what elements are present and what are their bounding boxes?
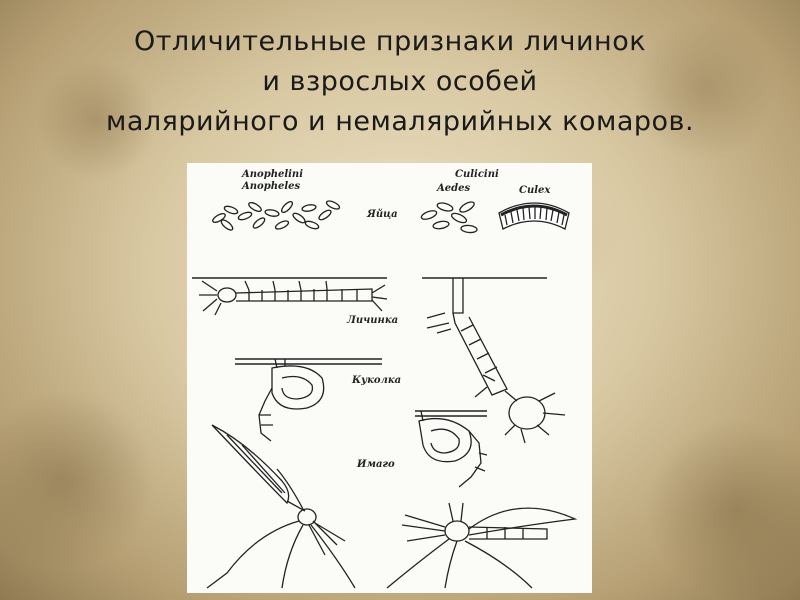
label-eggs: Яйца — [367, 209, 398, 220]
label-pupa: Куколка — [352, 375, 401, 386]
title-line-3: малярийного и немалярийных комаров. — [0, 102, 800, 142]
label-aedes: Aedes — [437, 183, 470, 194]
label-larva: Личинка — [347, 315, 398, 326]
label-culex: Culex — [519, 185, 550, 196]
anopheles-eggs — [211, 199, 340, 231]
culex-egg-raft — [499, 203, 569, 229]
mosquito-comparison-diagram: Anophelini Anopheles Culicini Aedes Cule… — [187, 163, 592, 593]
culex-pupa — [419, 411, 487, 487]
anopheles-larva — [199, 281, 387, 315]
label-anophelini: Anophelini — [242, 169, 303, 180]
culex-larva — [427, 278, 565, 443]
anopheles-adult — [207, 425, 355, 588]
label-culicini: Culicini — [455, 169, 499, 180]
title-line-1: Отличительные признаки личинок — [0, 22, 800, 62]
anopheles-pupa — [259, 359, 324, 441]
culex-adult — [387, 503, 575, 588]
aedes-eggs — [420, 200, 477, 233]
label-adult: Имаго — [357, 459, 395, 470]
label-anopheles: Anopheles — [242, 181, 300, 192]
water-surface-lines — [192, 278, 547, 416]
slide-title: Отличительные признаки личинок и взрослы… — [0, 22, 800, 142]
title-line-2: и взрослых особей — [0, 62, 800, 102]
